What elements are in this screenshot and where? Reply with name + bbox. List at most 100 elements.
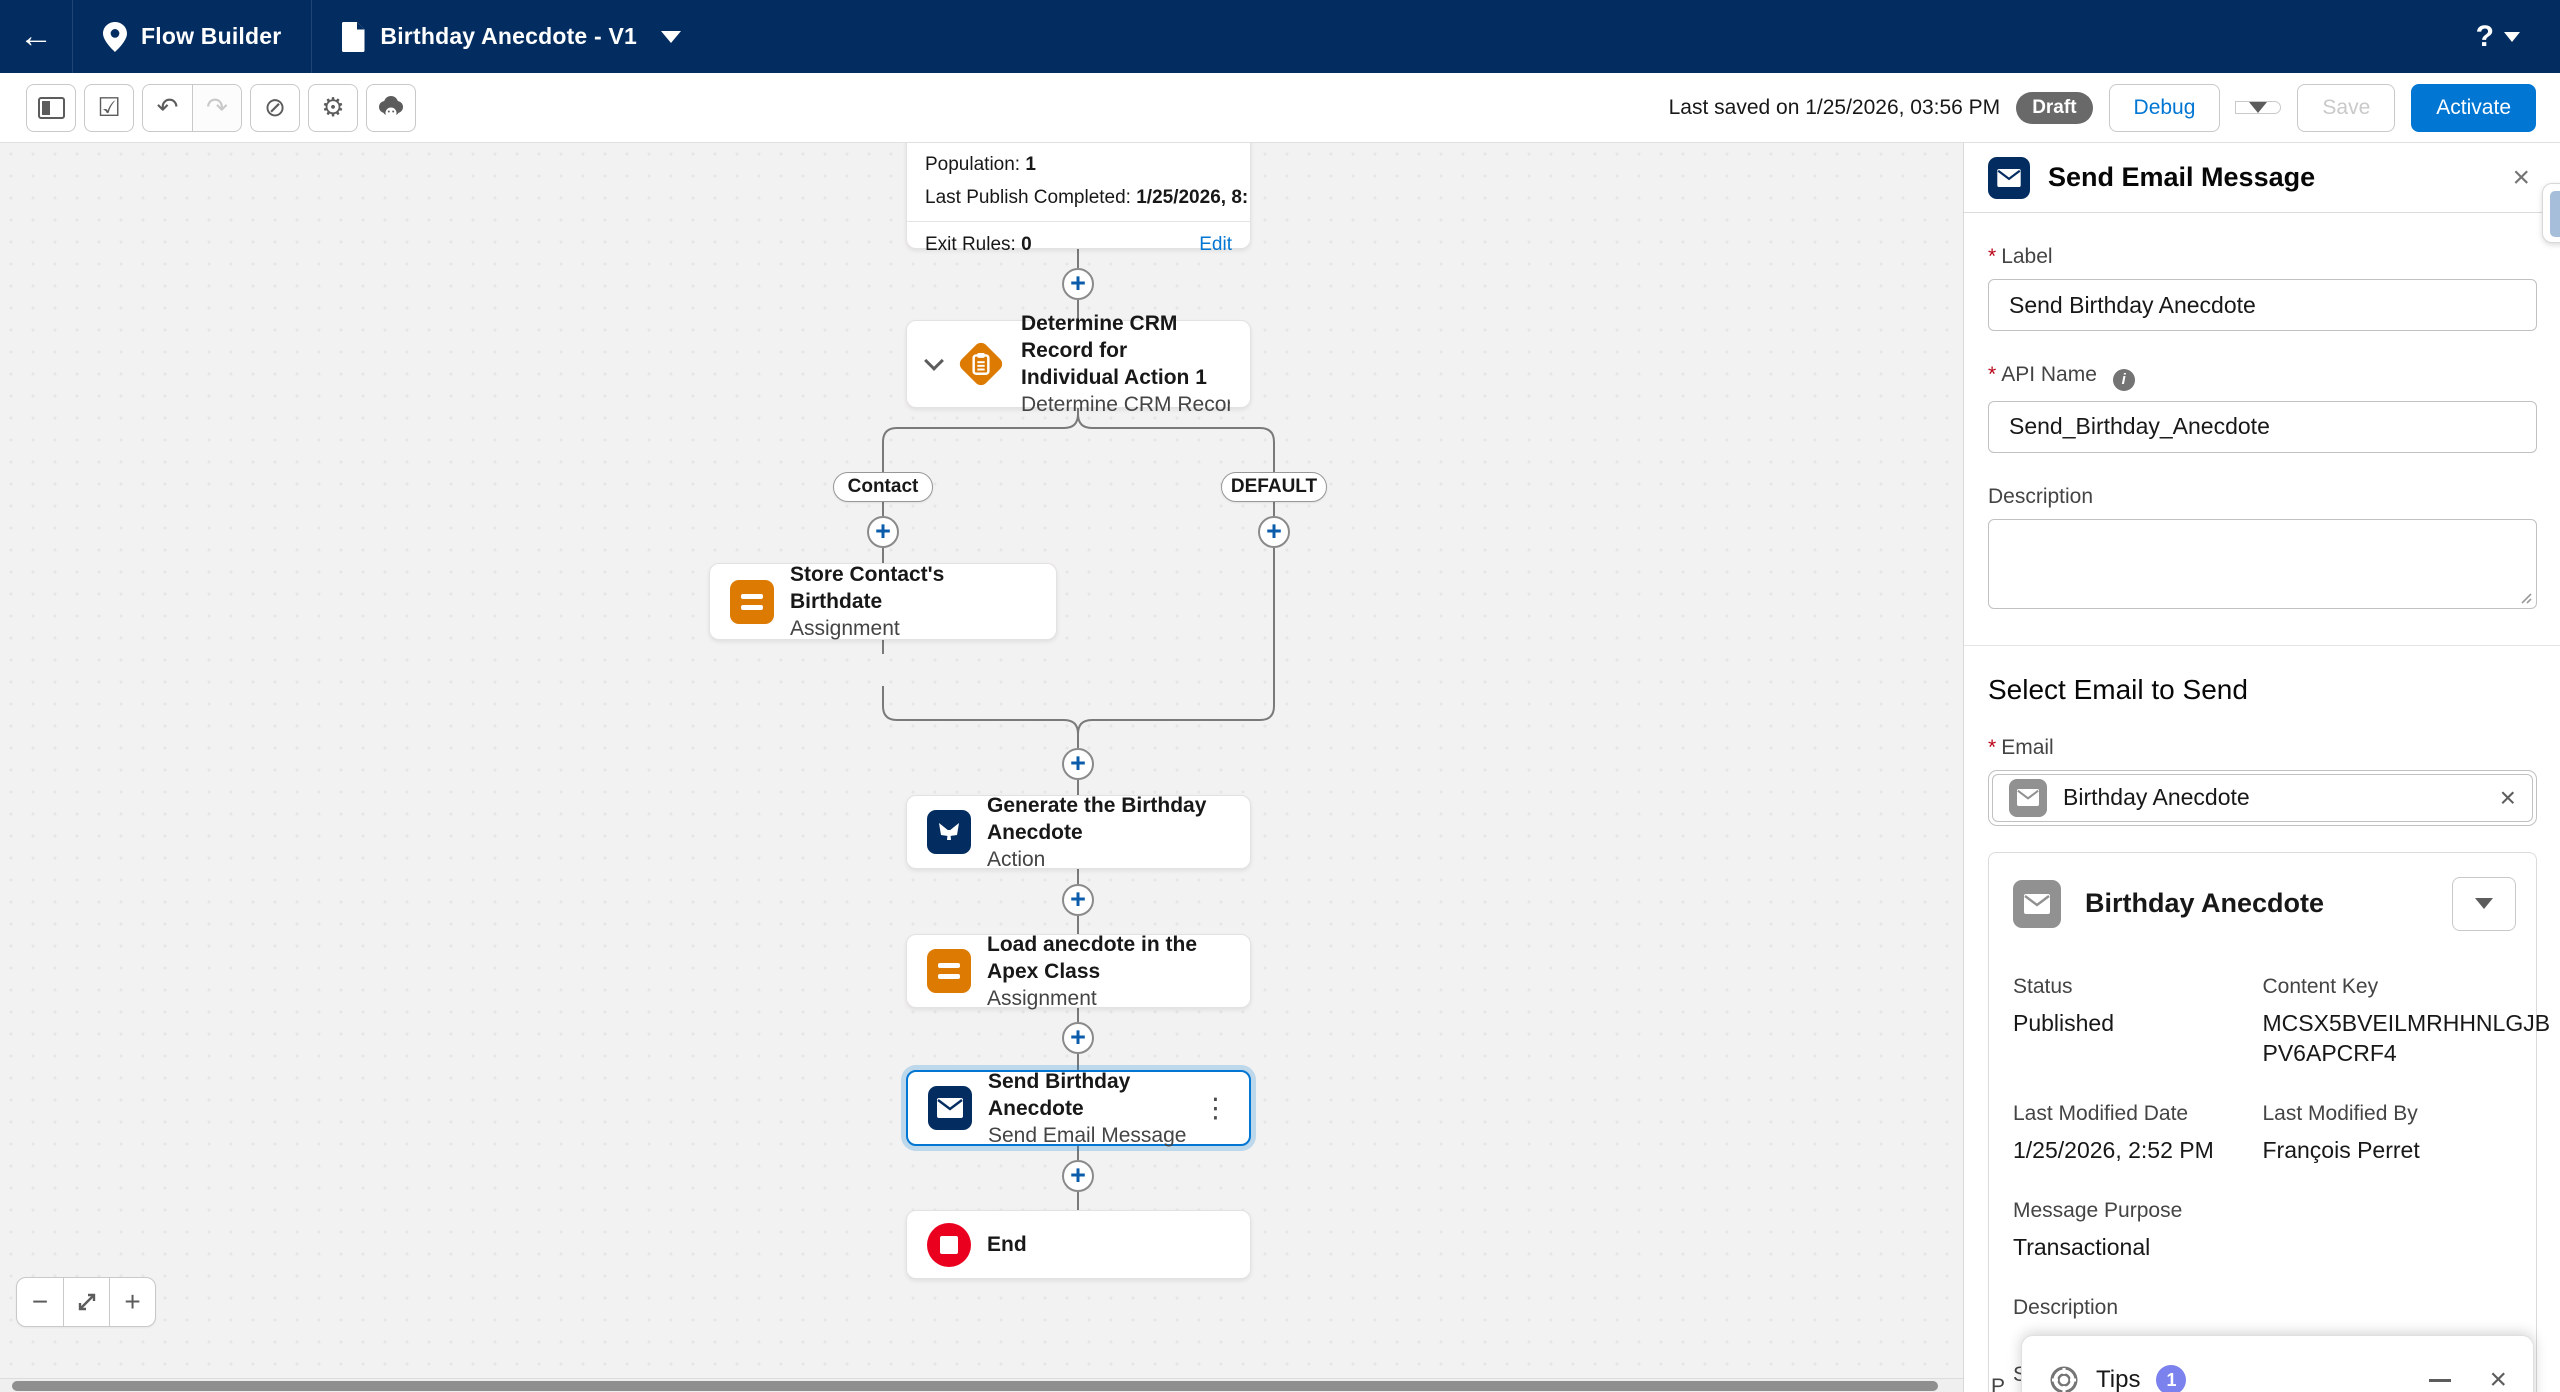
view-warnings-button[interactable]: ⊘ bbox=[250, 83, 300, 132]
collapse-chevron-icon[interactable] bbox=[924, 351, 944, 371]
flow-canvas[interactable]: Population: 1 Last Publish Completed: 1/… bbox=[0, 143, 1963, 1392]
undo-button[interactable]: ↶ bbox=[142, 83, 192, 132]
start-node[interactable]: Population: 1 Last Publish Completed: 1/… bbox=[906, 143, 1251, 255]
detail-field-message-purpose: Message Purpose Transactional bbox=[2013, 1198, 2183, 1260]
email-combobox[interactable]: Birthday Anecdote × bbox=[1988, 769, 2537, 826]
assignment-icon bbox=[927, 949, 971, 993]
back-button[interactable]: ← bbox=[0, 0, 73, 73]
save-button[interactable]: Save bbox=[2297, 83, 2396, 132]
node-subtitle: Determine CRM Record for In… bbox=[1021, 393, 1230, 416]
action-node-generate-anecdote[interactable]: Generate the Birthday Anecdote Action bbox=[906, 793, 1251, 871]
app-header: ← Flow Builder Birthday Anecdote - V1 ? bbox=[0, 0, 2560, 73]
flow-connectors bbox=[882, 249, 1275, 1210]
toggle-panel-button[interactable] bbox=[26, 83, 76, 132]
end-icon bbox=[927, 1222, 971, 1267]
decision-diamond-icon bbox=[955, 338, 1007, 390]
app-title: Flow Builder bbox=[141, 23, 282, 49]
node-subtitle: Action bbox=[987, 847, 1046, 871]
detail-field-status: Status Published bbox=[2013, 974, 2115, 1036]
assignment-node-load-anecdote[interactable]: Load anecdote in the Apex Class Assignme… bbox=[906, 932, 1251, 1010]
help-button[interactable]: ? bbox=[2475, 19, 2494, 53]
node-subtitle: Assignment bbox=[790, 617, 900, 640]
label-field-label: *Label bbox=[1988, 245, 2053, 268]
last-publish-value: 1/25/2026, 8:… bbox=[1136, 187, 1250, 208]
decision-node[interactable]: Determine CRM Record for Individual Acti… bbox=[906, 312, 1251, 416]
description-textarea[interactable] bbox=[1988, 518, 2537, 609]
chevron-down-icon bbox=[2475, 898, 2493, 909]
activate-button[interactable]: Activate bbox=[2411, 83, 2536, 132]
flow-tab[interactable]: Birthday Anecdote - V1 bbox=[312, 0, 711, 73]
node-title: Generate the Birthday Anecdote bbox=[987, 793, 1207, 844]
flow-title: Birthday Anecdote - V1 bbox=[380, 23, 637, 49]
label-input[interactable]: Send Birthday Anecdote bbox=[1988, 279, 2537, 331]
node-title: Load anecdote in the Apex Class bbox=[987, 932, 1198, 983]
email-card-menu-button[interactable] bbox=[2452, 876, 2516, 931]
add-element-button[interactable]: + bbox=[1258, 516, 1290, 548]
close-panel-button[interactable]: × bbox=[2512, 160, 2530, 194]
app-name-group: Flow Builder bbox=[73, 0, 313, 73]
select-elements-button[interactable]: ☑ bbox=[84, 83, 134, 132]
population-label: Population: bbox=[925, 154, 1021, 175]
add-element-button[interactable]: + bbox=[1062, 748, 1094, 780]
node-title: Determine CRM Record for Individual Acti… bbox=[1021, 312, 1207, 389]
last-saved-text: Last saved on 1/25/2026, 03:56 PM bbox=[1668, 95, 2001, 119]
zoom-in-button[interactable]: + bbox=[109, 1278, 155, 1326]
life-ring-icon bbox=[2050, 1366, 2078, 1392]
add-element-button[interactable]: + bbox=[1062, 1160, 1094, 1192]
detail-field-description: Description bbox=[2013, 1295, 2119, 1319]
debug-button[interactable]: Debug bbox=[2108, 83, 2221, 132]
selected-email-value: Birthday Anecdote bbox=[2063, 784, 2250, 810]
zoom-out-button[interactable]: − bbox=[31, 1286, 49, 1317]
horizontal-scrollbar-track[interactable] bbox=[0, 1378, 1963, 1392]
required-asterisk: * bbox=[1988, 363, 1997, 386]
end-node[interactable]: End bbox=[906, 1210, 1251, 1279]
help-chevron-down-icon[interactable] bbox=[2504, 31, 2520, 42]
api-name-input[interactable]: Send_Birthday_Anecdote bbox=[1988, 400, 2537, 453]
document-icon bbox=[342, 21, 365, 52]
status-badge: Draft bbox=[2016, 91, 2093, 124]
close-tips-button[interactable]: × bbox=[2489, 1363, 2507, 1392]
redo-button[interactable]: ↷ bbox=[192, 83, 242, 132]
node-title: Send Birthday Anecdote bbox=[988, 1069, 1131, 1120]
chevron-down-icon[interactable] bbox=[661, 30, 681, 43]
tips-title: Tips bbox=[2096, 1366, 2141, 1392]
horizontal-scrollbar-thumb[interactable] bbox=[12, 1381, 1938, 1391]
divider bbox=[1964, 644, 2560, 646]
einstein-button[interactable] bbox=[366, 83, 416, 132]
node-subtitle: Assignment bbox=[987, 986, 1097, 1010]
save-options-dropdown-button[interactable] bbox=[2235, 101, 2282, 114]
info-icon[interactable]: i bbox=[2112, 368, 2135, 391]
email-node-send-anecdote[interactable]: Send Birthday Anecdote Send Email Messag… bbox=[906, 1069, 1251, 1147]
flow-toolbar: ☑ ↶ ↷ ⊘ ⚙ La bbox=[0, 73, 2560, 1392]
assignment-node-store-birthdate[interactable]: Store Contact's Birthdate Assignment bbox=[709, 563, 1057, 640]
einstein-icon bbox=[379, 95, 403, 118]
fit-to-view-button[interactable] bbox=[63, 1278, 109, 1326]
add-element-button[interactable]: + bbox=[1062, 1022, 1094, 1054]
collapse-panel-button[interactable] bbox=[2550, 191, 2560, 237]
node-title: Store Contact's Birthdate bbox=[790, 563, 945, 613]
add-element-button[interactable]: + bbox=[1062, 884, 1094, 916]
add-element-button[interactable]: + bbox=[1062, 268, 1094, 300]
branch-label-default[interactable]: DEFAULT bbox=[1221, 472, 1327, 502]
email-icon bbox=[2013, 879, 2061, 928]
resize-handle-icon[interactable] bbox=[2518, 590, 2532, 604]
start-population-row: Population: 1 bbox=[907, 148, 1250, 181]
email-icon bbox=[2009, 778, 2047, 817]
property-editor-panel: Send Email Message × *Label Send Birthda… bbox=[1963, 143, 2560, 1392]
node-menu-button[interactable]: ⋮ bbox=[1202, 1092, 1229, 1123]
email-field-label: *Email bbox=[1988, 735, 2054, 759]
edit-exit-rules-link[interactable]: Edit bbox=[1199, 234, 1232, 255]
gear-icon: ⚙ bbox=[321, 92, 345, 122]
panel-layout-icon bbox=[37, 96, 65, 119]
einstein-action-icon bbox=[927, 810, 971, 854]
remove-selection-button[interactable]: × bbox=[2499, 781, 2516, 813]
undo-icon: ↶ bbox=[156, 92, 179, 122]
branch-label-contact[interactable]: Contact bbox=[833, 472, 933, 502]
minimize-tips-button[interactable] bbox=[2429, 1378, 2452, 1382]
add-element-button[interactable]: + bbox=[867, 516, 899, 548]
assignment-icon bbox=[730, 579, 774, 624]
divider bbox=[907, 221, 1250, 222]
email-detail-card: Birthday Anecdote Status Published Conte… bbox=[1988, 851, 2550, 1392]
exit-rules-label: Exit Rules: bbox=[925, 234, 1016, 255]
flow-settings-button[interactable]: ⚙ bbox=[308, 83, 358, 132]
